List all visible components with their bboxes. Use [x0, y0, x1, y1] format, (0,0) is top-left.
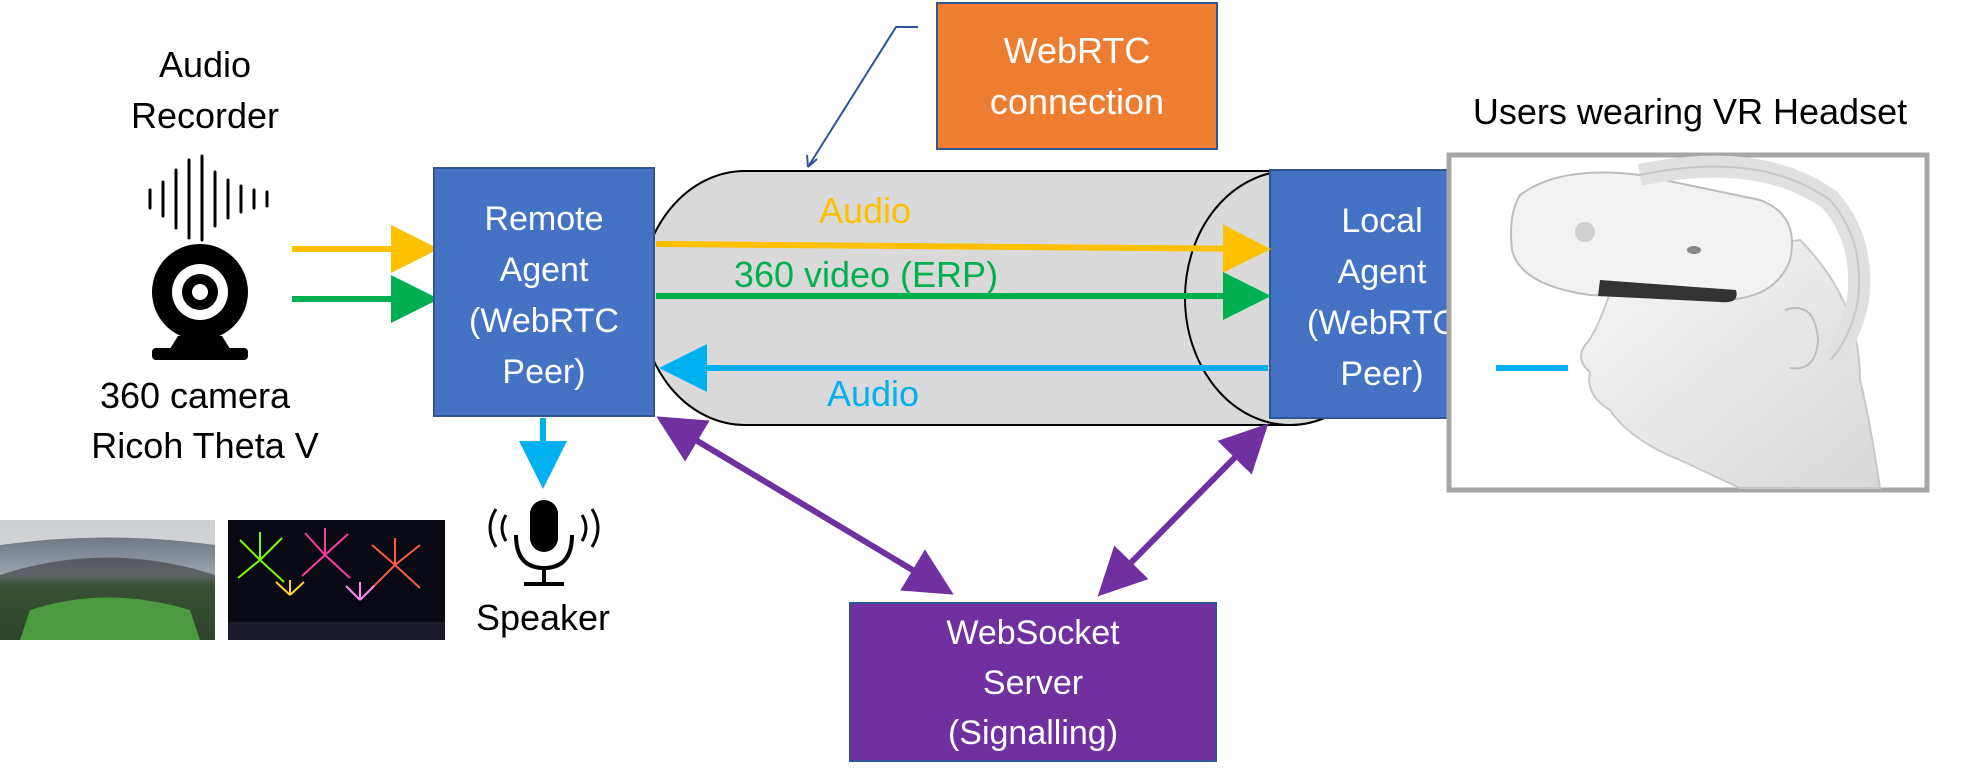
remote-agent-line3: (WebRTC — [469, 302, 619, 340]
callout-leader-line — [807, 26, 918, 168]
local-agent-line2: Agent — [1338, 253, 1427, 291]
speaker-label: Speaker — [476, 597, 610, 638]
local-agent-line3: (WebRTC — [1307, 304, 1457, 342]
audio-stream-label: Audio — [819, 190, 911, 231]
fireworks-thumbnail — [228, 520, 445, 640]
sound-wave-icon — [148, 154, 269, 242]
webrtc-connection-callout: WebRTC connection — [806, 2, 1218, 168]
microphone-icon — [488, 500, 600, 586]
users-headset-label: Users wearing VR Headset — [1473, 91, 1907, 132]
local-agent-line4: Peer) — [1340, 355, 1423, 393]
remote-agent-line2: Agent — [500, 251, 589, 289]
vr-headset-illustration — [1446, 152, 1930, 493]
websocket-server-line3: (Signalling) — [948, 714, 1118, 752]
websocket-server-line2: Server — [983, 664, 1083, 702]
signalling-arrow-local — [1097, 423, 1269, 597]
audio-stream-arrow — [655, 224, 1271, 273]
webcam-icon — [152, 244, 248, 360]
local-agent-line1: Local — [1341, 202, 1422, 240]
audio-return-label: Audio — [827, 373, 919, 414]
audio-recorder-label-1: Audio — [159, 44, 251, 85]
remote-agent-node: Remote Agent (WebRTC Peer) — [433, 167, 655, 417]
stadium-thumbnail — [0, 520, 215, 640]
camera-label-1: 360 camera — [100, 375, 291, 416]
websocket-server-line1: WebSocket — [946, 614, 1120, 652]
remote-agent-line1: Remote — [484, 200, 603, 238]
signalling-arrow-remote — [656, 416, 954, 595]
webrtc-callout-line1: WebRTC — [1004, 30, 1151, 71]
remote-agent-line4: Peer) — [502, 353, 585, 391]
webrtc-callout-line2: connection — [990, 81, 1164, 122]
audio-recorder-label-2: Recorder — [131, 95, 279, 136]
camera-label-2: Ricoh Theta V — [91, 425, 318, 466]
video-stream-label: 360 video (ERP) — [734, 254, 998, 295]
websocket-server-node: WebSocket Server (Signalling) — [849, 602, 1217, 762]
